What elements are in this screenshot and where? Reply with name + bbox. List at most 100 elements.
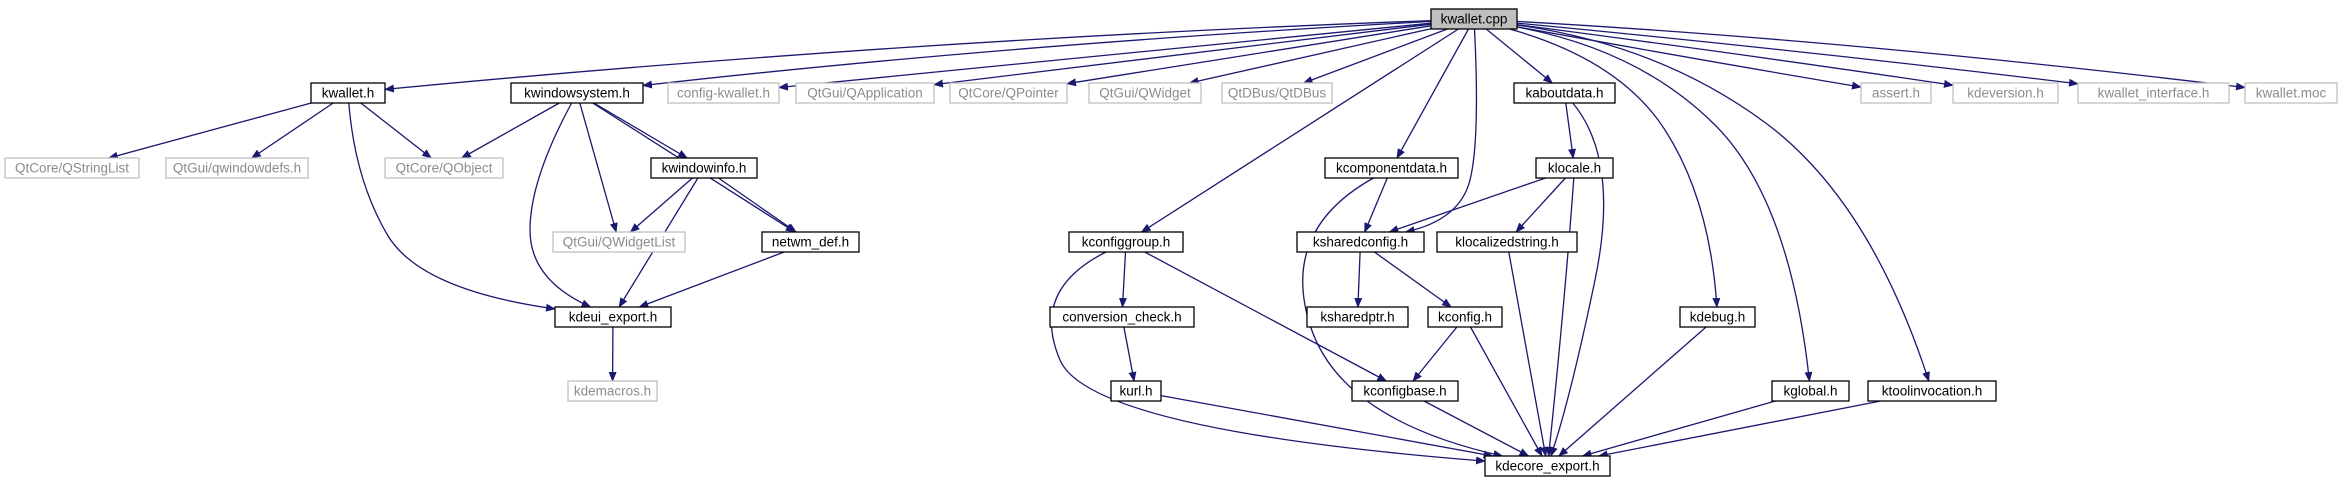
edge-line <box>1545 177 1575 457</box>
edge-line <box>1597 400 1881 459</box>
node-kconfiggroup-h[interactable]: kconfiggroup.h <box>1068 231 1184 253</box>
node-label: ksharedptr.h <box>1320 310 1394 325</box>
edge-line <box>460 102 560 159</box>
edge-kurl-h-to-kdecore-export-h <box>1160 394 1494 459</box>
node-box <box>1535 157 1614 179</box>
node-label: netwm_def.h <box>772 235 849 250</box>
edge-line <box>593 102 688 159</box>
node-kdecore-export-h[interactable]: kdecore_export.h <box>1484 455 1611 477</box>
edge-kconfig-h-to-kdecore-export-h <box>1469 326 1543 457</box>
node-ksharedconfig-h[interactable]: ksharedconfig.h <box>1296 231 1425 253</box>
node-label: QtCore/QPointer <box>958 86 1059 101</box>
node-label: kaboutdata.h <box>1525 86 1603 101</box>
node-kwallet-cpp[interactable]: kwallet.cpp <box>1430 8 1518 30</box>
node-label: kconfiggroup.h <box>1082 235 1171 250</box>
edge-line <box>933 23 1432 88</box>
edge-line <box>1423 400 1530 457</box>
edge-line <box>1374 251 1452 308</box>
node-netwm-def-h[interactable]: netwm_def.h <box>761 231 860 253</box>
node-ksharedptr-h[interactable]: ksharedptr.h <box>1306 306 1409 328</box>
edge-netwm-def-h-to-kdeui-export-h <box>638 251 785 308</box>
edge-line <box>250 102 334 159</box>
node-label: QtGui/QWidget <box>1099 86 1191 101</box>
node-label: QtCore/QObject <box>396 161 493 176</box>
node-box <box>1351 380 1459 402</box>
edge-line <box>1354 251 1363 308</box>
edge-klocale-h-to-klocalizedstring-h <box>1515 177 1566 233</box>
node-kdebug-h[interactable]: kdebug.h <box>1679 306 1756 328</box>
node-box <box>1679 306 1756 328</box>
node-label: QtGui/QApplication <box>807 86 923 101</box>
node-kaboutdata-h[interactable]: kaboutdata.h <box>1513 82 1616 104</box>
node-box <box>554 306 672 328</box>
node-label: QtGui/QWidgetList <box>563 235 676 250</box>
edge-kwallet-cpp-to-kconfiggroup-h <box>1140 28 1459 233</box>
node-kcomponentdata-h[interactable]: kcomponentdata.h <box>1324 157 1459 179</box>
node-label: assert.h <box>1872 86 1920 101</box>
edge-line <box>1516 20 2246 91</box>
node-conversion-check-h[interactable]: conversion_check.h <box>1049 306 1195 328</box>
edge-line <box>778 22 1432 91</box>
node-label: kdeui_export.h <box>569 310 658 325</box>
edge-kwindowsystem-h-to-qobject <box>460 102 560 159</box>
node-label: klocale.h <box>1548 161 1601 176</box>
node-label: kwallet.h <box>322 86 375 101</box>
node-box <box>761 231 860 253</box>
node-kwallet-interface-h: kwallet_interface.h <box>2077 82 2230 104</box>
edge-ksharedconfig-h-to-ksharedptr-h <box>1354 251 1363 308</box>
edge-line <box>1550 102 1605 457</box>
node-qapplication: QtGui/QApplication <box>795 82 935 104</box>
edge-kwallet-cpp-to-qdbus <box>1302 28 1448 84</box>
node-ktoolinvocation-h[interactable]: ktoolinvocation.h <box>1867 380 1997 402</box>
node-kconfigbase-h[interactable]: kconfigbase.h <box>1351 380 1459 402</box>
edge-kconfigbase-h-to-kdecore-export-h <box>1423 400 1530 457</box>
node-kwallet-h[interactable]: kwallet.h <box>310 82 386 104</box>
edge-line <box>1516 26 1862 90</box>
node-kdemacros-h: kdemacros.h <box>567 380 658 402</box>
node-label: kdemacros.h <box>574 384 651 399</box>
node-box <box>1952 82 2059 104</box>
node-box <box>2077 82 2230 104</box>
node-kwindowinfo-h[interactable]: kwindowinfo.h <box>650 157 758 179</box>
node-box <box>1324 157 1459 179</box>
edge-kcomponentdata-h-to-ksharedconfig-h <box>1364 177 1388 233</box>
node-kdeui-export-h[interactable]: kdeui_export.h <box>554 306 672 328</box>
node-label: ktoolinvocation.h <box>1882 384 1983 399</box>
edge-kwallet-cpp-to-kaboutdata-h <box>1485 28 1554 84</box>
node-label: kwallet.cpp <box>1441 12 1508 27</box>
edge-line <box>1515 177 1566 233</box>
node-box <box>1771 380 1850 402</box>
node-assert-h: assert.h <box>1860 82 1932 104</box>
edge-line <box>638 251 785 308</box>
edge-kwallet-cpp-to-kwindowsystem-h <box>642 20 1432 89</box>
node-label: kwindowinfo.h <box>662 161 747 176</box>
edge-line <box>1364 177 1388 233</box>
node-kwindowsystem-h[interactable]: kwindowsystem.h <box>510 82 644 104</box>
node-klocale-h[interactable]: klocale.h <box>1535 157 1614 179</box>
edge-line <box>1508 251 1549 457</box>
edge-kwallet-h-to-qstringlist <box>107 102 312 160</box>
edge-line <box>529 102 592 308</box>
edge-line <box>1118 251 1127 308</box>
node-kurl-h[interactable]: kurl.h <box>1110 380 1162 402</box>
node-box <box>510 82 644 104</box>
edge-kconfig-h-to-kconfigbase-h <box>1412 326 1458 382</box>
node-label: kconfig.h <box>1438 310 1492 325</box>
edge-line <box>579 102 618 233</box>
edge-kwallet-cpp-to-config-kwallet-h <box>778 22 1432 91</box>
node-box <box>165 157 309 179</box>
node-kconfig-h[interactable]: kconfig.h <box>1427 306 1503 328</box>
node-box <box>1306 306 1409 328</box>
edge-kwallet-cpp-to-qapplication <box>933 23 1432 88</box>
node-kglobal-h[interactable]: kglobal.h <box>1771 380 1850 402</box>
node-label: kwallet.moc <box>2256 86 2327 101</box>
node-label: conversion_check.h <box>1062 310 1181 325</box>
edge-kwallet-cpp-to-qwidget <box>1188 28 1432 85</box>
edge-kconfiggroup-h-to-conversion-check-h <box>1118 251 1127 308</box>
node-klocalizedstring-h[interactable]: klocalizedstring.h <box>1436 231 1578 253</box>
edge-line <box>1388 177 1546 233</box>
edge-line <box>718 177 797 233</box>
edge-line <box>1485 28 1554 84</box>
edge-line <box>1469 326 1543 457</box>
